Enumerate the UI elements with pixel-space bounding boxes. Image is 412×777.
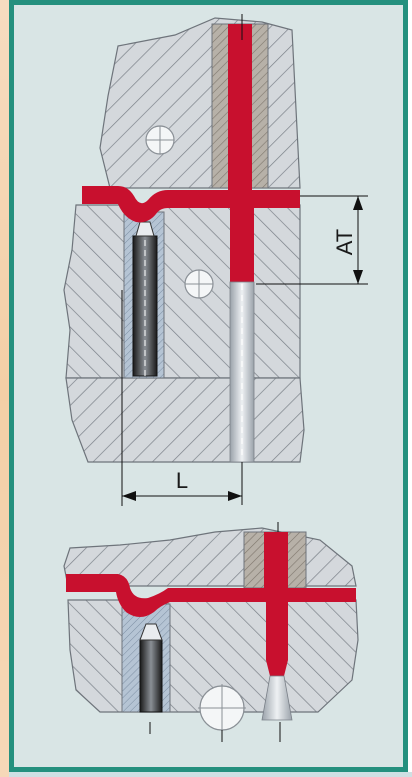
upper-plate [99,17,301,189]
bottom-ejector-pin [261,675,293,721]
lower-plate [65,377,305,463]
l-dimension [121,290,242,506]
cooling-channel-middle [184,269,214,299]
bottom-screw [139,639,163,713]
cooling-channel-upper [145,125,175,155]
bottom-screw-head [139,623,163,641]
left-color-strip [0,0,9,777]
screw-head [135,221,155,237]
gate-channel [230,192,254,282]
bottom-gate-channel [266,600,288,676]
sprue-channel [228,24,252,192]
bottom-shade [9,772,412,777]
bottom-runner-channel [66,574,356,617]
middle-plate [63,204,301,379]
at-label: AT [332,229,357,255]
at-dimension [256,195,368,285]
l-label: L [176,468,188,493]
